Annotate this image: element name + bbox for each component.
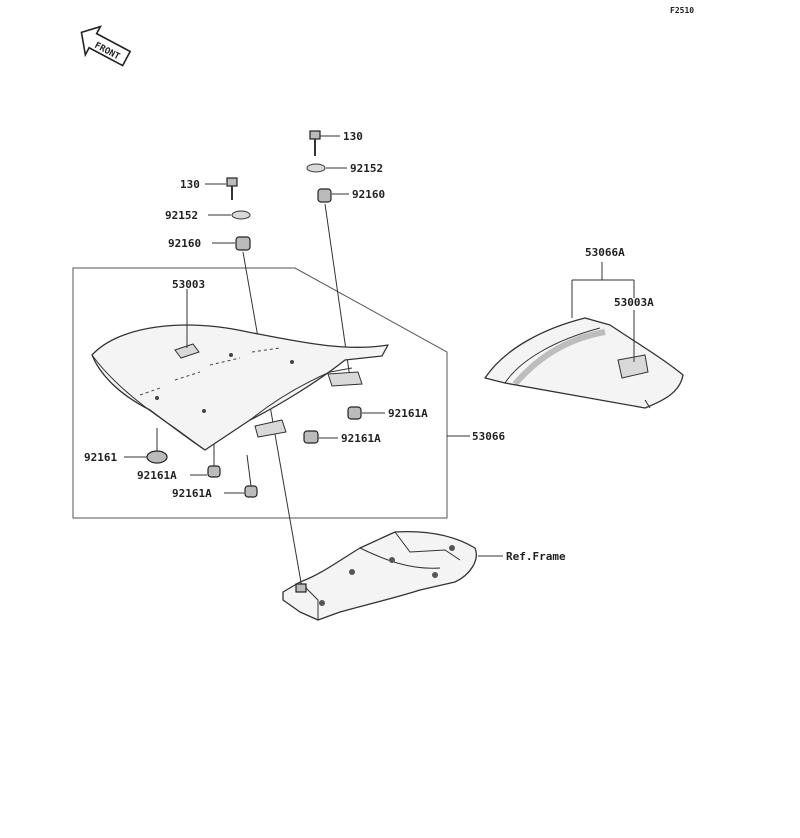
label-seat-pad: 53003 [172, 278, 205, 291]
label-washer-right: 92152 [350, 162, 383, 175]
label-washer-left: 92152 [165, 209, 198, 222]
label-damper-seat-front: 92161 [84, 451, 117, 464]
label-damper-seat-front-a: 92161A [137, 469, 177, 482]
damper-seat-front-a [207, 444, 221, 478]
rear-frame [282, 530, 477, 621]
damper-left [235, 236, 251, 251]
label-cover-assy: 53066A [585, 246, 625, 259]
label-damper-seat-mid: 92161A [341, 432, 381, 445]
front-arrow-icon: FRONT [80, 25, 132, 67]
washer-left [231, 210, 251, 220]
seat-main [91, 324, 389, 451]
label-bolt-left: 130 [180, 178, 200, 191]
label-damper-seat-right: 92161A [388, 407, 428, 420]
damper-seat-bottom-a [244, 454, 258, 498]
bolt-left [226, 177, 238, 200]
label-frame-ref: Ref.Frame [506, 550, 566, 563]
seat-cover [484, 317, 684, 409]
damper-right [317, 188, 332, 203]
label-seat-assy: 53066 [472, 430, 505, 443]
label-cover-pad: 53003A [614, 296, 654, 309]
bolt-right [309, 130, 321, 156]
figure-code: F2510 [670, 6, 694, 15]
damper-seat-mid [303, 430, 319, 444]
seat-assembly-bracket [72, 267, 448, 519]
label-damper-seat-bottom-a: 92161A [172, 487, 212, 500]
label-bolt-right: 130 [343, 130, 363, 143]
label-damper-right: 92160 [352, 188, 385, 201]
washer-right [306, 163, 326, 173]
damper-seat-front [146, 428, 168, 464]
label-damper-left: 92160 [168, 237, 201, 250]
damper-seat-right [347, 406, 362, 420]
